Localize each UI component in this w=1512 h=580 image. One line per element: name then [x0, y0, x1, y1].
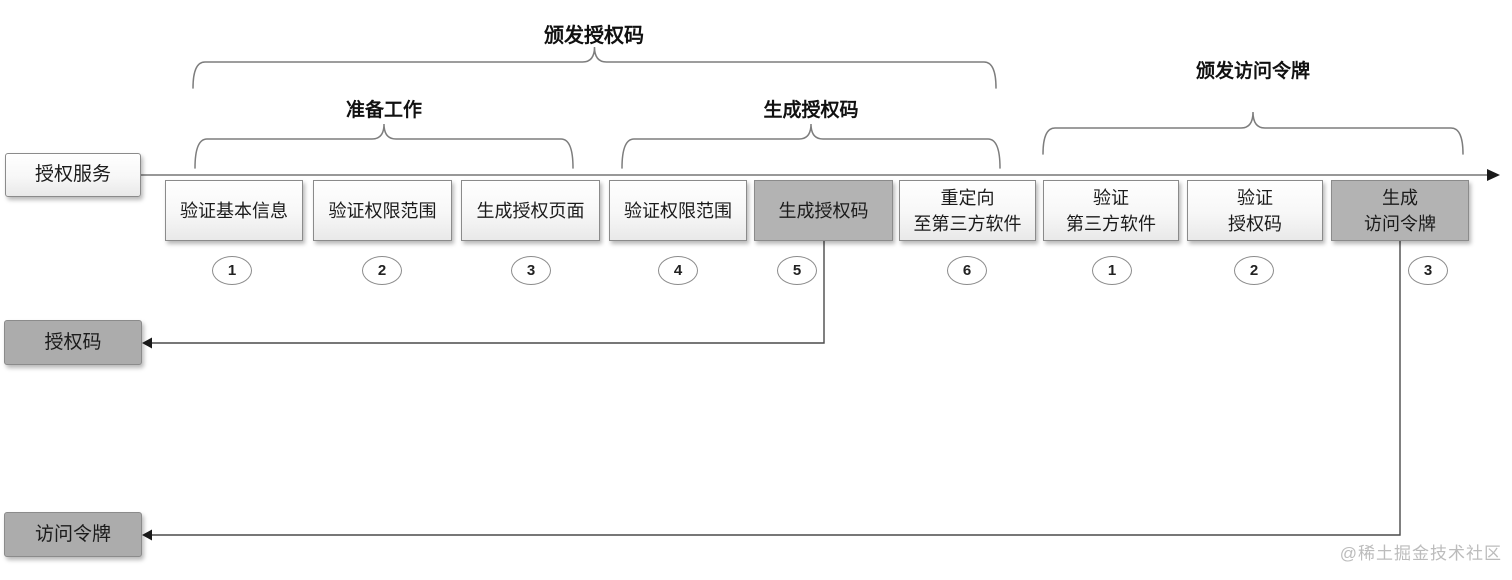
step-box: 生成授权页面 — [461, 180, 600, 241]
lane-label: 授权码 — [44, 331, 102, 353]
step-label: 至第三方软件 — [913, 213, 1022, 234]
step-label: 授权码 — [1228, 213, 1282, 234]
connector-access-token-arrowhead — [142, 529, 152, 541]
step-number-badge: 3 — [511, 255, 551, 285]
bracket-generate-auth-code — [621, 123, 1001, 169]
step-label: 生成授权页面 — [476, 200, 585, 221]
lane-auth-code: 授权码 — [4, 320, 142, 365]
connector-auth-code-arrowhead — [142, 337, 152, 349]
bracket-issue-access-token — [1042, 111, 1464, 155]
bracket-prepare — [194, 123, 574, 169]
step-label: 验证基本信息 — [180, 200, 288, 221]
group-title-prepare: 准备工作 — [345, 100, 423, 121]
lane-access-token: 访问令牌 — [4, 512, 142, 557]
step-box: 验证授权码 — [1187, 180, 1323, 241]
step-box: 生成访问令牌 — [1331, 180, 1469, 241]
step-label: 访问令牌 — [1364, 213, 1436, 234]
step-box: 生成授权码 — [754, 180, 893, 241]
step-number-badge: 6 — [947, 255, 987, 285]
step-label: 生成授权码 — [778, 200, 869, 221]
step-label: 重定向 — [940, 187, 995, 208]
step-number-badge: 5 — [777, 255, 817, 285]
step-number-badge: 2 — [362, 255, 402, 285]
step-label: 第三方软件 — [1066, 213, 1156, 234]
step-box: 验证权限范围 — [609, 180, 747, 241]
step-number-badge: 2 — [1234, 255, 1274, 285]
connector-auth-code — [152, 241, 825, 344]
group-title-generate-auth-code: 生成授权码 — [763, 100, 859, 121]
group-title-issue-access-token: 颁发访问令牌 — [1195, 61, 1311, 82]
group-title-issue-auth-code: 颁发授权码 — [544, 25, 644, 47]
lane-label: 授权服务 — [34, 164, 111, 185]
watermark: @稀土掘金技术社区 — [1339, 544, 1502, 563]
lane-auth-service: 授权服务 — [5, 153, 141, 197]
step-number-badge: 1 — [212, 255, 252, 285]
step-label: 生成 — [1382, 187, 1418, 208]
step-box: 重定向至第三方软件 — [899, 180, 1036, 241]
step-box: 验证第三方软件 — [1043, 180, 1179, 241]
lane-label: 访问令牌 — [34, 523, 111, 545]
step-label: 验证权限范围 — [328, 200, 437, 221]
connector-access-token — [152, 241, 1401, 536]
timeline-arrowhead — [1487, 169, 1500, 181]
step-box: 验证权限范围 — [313, 180, 452, 241]
step-number-badge: 4 — [658, 255, 698, 285]
step-box: 验证基本信息 — [165, 180, 303, 241]
bracket-issue-auth-code — [192, 46, 997, 89]
step-label: 验证权限范围 — [624, 200, 732, 221]
step-label: 验证 — [1237, 187, 1273, 208]
step-label: 验证 — [1093, 187, 1129, 208]
step-number-badge: 3 — [1408, 255, 1448, 285]
step-number-badge: 1 — [1092, 255, 1132, 285]
